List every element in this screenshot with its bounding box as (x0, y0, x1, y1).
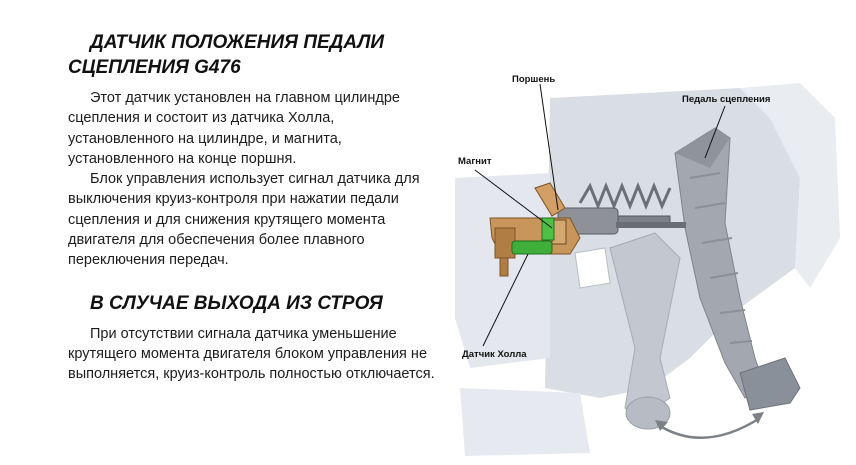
leader-magnet (474, 169, 553, 229)
floor-shape (460, 388, 590, 456)
hall-sensor-shape (511, 240, 553, 255)
arrow-head-left-icon (655, 420, 668, 431)
clutch-pedal-pad (739, 357, 801, 411)
brake-pedal-arm (609, 232, 681, 419)
label-hall-sensor: Датчик Холла (462, 349, 527, 360)
paragraph-sensor-description: Этот датчик установлен на главном цилинд… (68, 90, 401, 167)
leader-hall-sensor (482, 253, 529, 347)
hall-sensor-tip (541, 217, 555, 241)
section-title-failure: В СЛУЧАЕ ВЫХОДА ИЗ СТРОЯ (90, 292, 383, 314)
label-clutch-pedal: Педаль сцепления (682, 94, 771, 105)
paragraph-failure: При отсутствии сигнала датчика уменьшени… (68, 325, 435, 383)
side-panel-shape (740, 83, 840, 288)
leader-pedal (704, 105, 726, 159)
clutch-pedal-illustration (455, 83, 840, 456)
pedal-rod (616, 222, 686, 228)
clutch-pedal-diagram: Поршень Педаль сцепления Магнит Датчик Х… (440, 58, 856, 460)
leader-piston (539, 83, 559, 211)
label-magnet: Магнит (458, 156, 492, 167)
cylinder-port (494, 227, 516, 259)
body-panel-shape (545, 88, 800, 398)
bracket-opening (574, 247, 611, 289)
clutch-pedal-pivot (675, 128, 730, 168)
return-spring (578, 181, 672, 211)
text-column: ДАТЧИК ПОЛОЖЕНИЯ ПЕДАЛИ СЦЕПЛЕНИЯ G476 Э… (68, 30, 438, 385)
arrow-head-right-icon (752, 412, 764, 424)
pedal-travel-arc (659, 416, 761, 439)
title-line-2: СЦЕПЛЕНИЯ G476 (68, 57, 241, 78)
paragraph-sensor-usage: Блок управления использует сигнал датчик… (68, 171, 420, 269)
section-title-sensor: ДАТЧИК ПОЛОЖЕНИЯ ПЕДАЛИ СЦЕПЛЕНИЯ G476 (68, 30, 438, 80)
pedal-ribs (689, 172, 753, 344)
title-line-1: ДАТЧИК ПОЛОЖЕНИЯ ПЕДАЛИ (90, 32, 385, 53)
label-piston: Поршень (512, 74, 556, 85)
cylinder-connector (499, 257, 509, 277)
